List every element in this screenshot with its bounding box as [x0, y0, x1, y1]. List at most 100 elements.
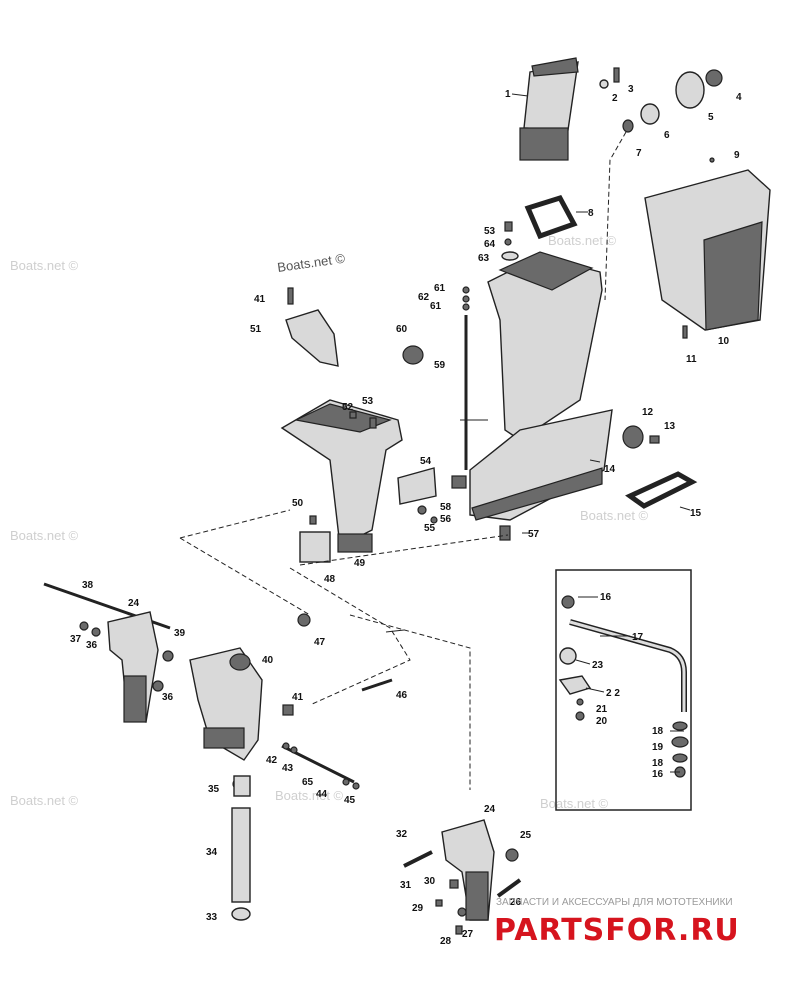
callout-64: 64	[484, 239, 496, 250]
exhaust-tube-part	[519, 57, 579, 161]
gasket-part	[524, 194, 578, 240]
bolt-part	[403, 850, 433, 868]
callout-24: 24	[128, 598, 140, 609]
watermark: Boats.net ©	[580, 508, 649, 523]
callout-39: 39	[174, 628, 186, 639]
callout-55: 55	[424, 523, 436, 534]
callout-16: 16	[652, 769, 664, 780]
washer-part	[599, 79, 609, 89]
adapter-plate-part	[285, 309, 339, 367]
exhaust-housing-part	[280, 399, 403, 548]
callout-14: 14	[604, 464, 616, 475]
callout-61: 61	[430, 301, 442, 312]
callout-13: 13	[664, 421, 676, 432]
callout-43: 43	[282, 763, 294, 774]
clamp-bracket-part	[107, 611, 159, 723]
callout-4: 4	[736, 92, 742, 103]
side-cover-part	[644, 169, 771, 331]
callout-21: 21	[596, 704, 608, 715]
callout-38: 38	[82, 580, 94, 591]
watermark: Boats.net ©	[10, 528, 79, 543]
callout-48: 48	[324, 574, 336, 585]
callout-49: 49	[354, 558, 366, 569]
callout-30: 30	[424, 876, 436, 887]
callout-58: 58	[440, 502, 452, 513]
grommet-part	[402, 345, 424, 365]
callout-42: 42	[266, 755, 278, 766]
callout-9: 9	[734, 150, 740, 161]
callout-22: 2 2	[606, 688, 620, 699]
watermark: Boats.net ©	[276, 251, 346, 275]
callout-18: 18	[652, 726, 664, 737]
callout-33: 33	[206, 912, 218, 923]
callout-52: 52	[342, 402, 354, 413]
callout-35: 35	[208, 784, 220, 795]
callout-12: 12	[642, 407, 654, 418]
callout-44: 44	[316, 789, 328, 800]
brand-logo: PARTSFOR.RU	[494, 913, 740, 948]
callout-60: 60	[396, 324, 408, 335]
callout-31: 31	[400, 880, 412, 891]
callout-1: 1	[505, 89, 511, 100]
callout-17: 17	[632, 632, 644, 643]
washer-part	[297, 613, 311, 627]
callout-18: 18	[652, 758, 664, 769]
bolt-part	[287, 287, 294, 305]
shift-coupler-part	[451, 475, 467, 489]
callout-27: 27	[462, 929, 474, 940]
callout-50: 50	[292, 498, 304, 509]
bolt-part	[361, 678, 393, 692]
callout-28: 28	[440, 936, 452, 947]
callout-46: 46	[396, 690, 408, 701]
callout-24: 24	[484, 804, 496, 815]
callout-62: 62	[418, 292, 430, 303]
callout-63: 63	[478, 253, 490, 264]
callout-53: 53	[484, 226, 496, 237]
rubber-mount-part	[622, 425, 644, 449]
callout-37: 37	[70, 634, 82, 645]
screw-part	[613, 67, 620, 83]
callout-25: 25	[520, 830, 532, 841]
watermark: Boats.net ©	[275, 788, 344, 803]
callout-6: 6	[664, 130, 670, 141]
watermark: Boats.net ©	[10, 258, 79, 273]
callout-53: 53	[362, 396, 374, 407]
callout-5: 5	[708, 112, 714, 123]
shift-boot-part	[622, 69, 723, 133]
steering-tube-part	[231, 807, 251, 903]
bolt-part	[504, 221, 513, 232]
callout-29: 29	[412, 903, 424, 914]
steering-link-inset	[555, 569, 692, 811]
callout-15: 15	[690, 508, 702, 519]
callout-32: 32	[396, 829, 408, 840]
callout-19: 19	[652, 742, 664, 753]
nut-part	[505, 848, 519, 862]
callout-8: 8	[588, 208, 594, 219]
callout-16: 16	[600, 592, 612, 603]
callout-65: 65	[302, 777, 314, 788]
swivel-bracket-part	[189, 647, 263, 761]
callout-34: 34	[206, 847, 218, 858]
seal-strip-part	[625, 471, 698, 509]
seal-part	[501, 251, 519, 261]
watermark: Boats.net ©	[548, 233, 617, 248]
callout-54: 54	[420, 456, 432, 467]
callout-47: 47	[314, 637, 326, 648]
callout-36: 36	[86, 640, 98, 651]
callout-40: 40	[262, 655, 274, 666]
washer-part	[504, 238, 512, 246]
callout-20: 20	[596, 716, 608, 727]
clamp-bracket-part	[441, 819, 495, 921]
steering-link-part	[569, 619, 687, 712]
callout-41: 41	[254, 294, 266, 305]
callout-45: 45	[344, 795, 356, 806]
watermark: Boats.net ©	[10, 793, 79, 808]
callout-36: 36	[162, 692, 174, 703]
callout-26: 26	[510, 897, 522, 908]
callout-3: 3	[628, 84, 634, 95]
nut-part	[282, 704, 294, 716]
callout-51: 51	[250, 324, 262, 335]
callout-41: 41	[292, 692, 304, 703]
